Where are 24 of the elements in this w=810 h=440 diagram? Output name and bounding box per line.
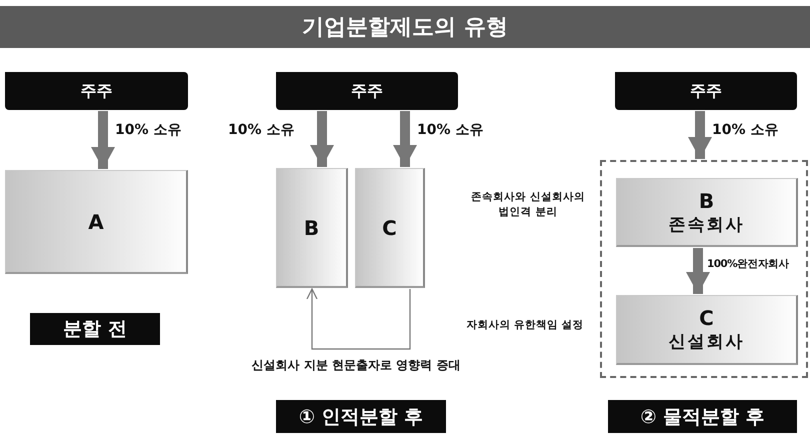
stage-label: 분할 전 [30, 313, 160, 345]
shareholder-box: 주주 [615, 72, 797, 110]
company-box: B 존속회사 [616, 178, 798, 247]
block-arrow [393, 111, 417, 167]
edge-label: 10% 소유 [228, 121, 294, 139]
shareholder-box: 주주 [5, 72, 188, 110]
block-arrow [91, 111, 115, 169]
company-box: C [355, 168, 425, 288]
block-arrow [688, 111, 712, 159]
edge-label: 10% 소유 [115, 121, 182, 139]
shareholder-box: 주주 [276, 72, 458, 110]
edge-label: 100%완전자회사 [707, 257, 790, 271]
stage-label: ② 물적분할 후 [608, 400, 797, 433]
company-box: B [276, 168, 348, 288]
company-box: C 신설회사 [616, 295, 798, 365]
block-arrow [310, 111, 334, 167]
edge-label: 10% 소유 [417, 121, 484, 139]
company-box: A [5, 170, 188, 274]
title-banner: 기업분할제도의 유형 [0, 6, 810, 48]
edge-label: 10% 소유 [712, 121, 778, 139]
arrow [306, 288, 411, 350]
block-arrow [686, 248, 710, 294]
group-frame [600, 160, 808, 378]
stage-label: ① 인적분할 후 [276, 400, 446, 433]
